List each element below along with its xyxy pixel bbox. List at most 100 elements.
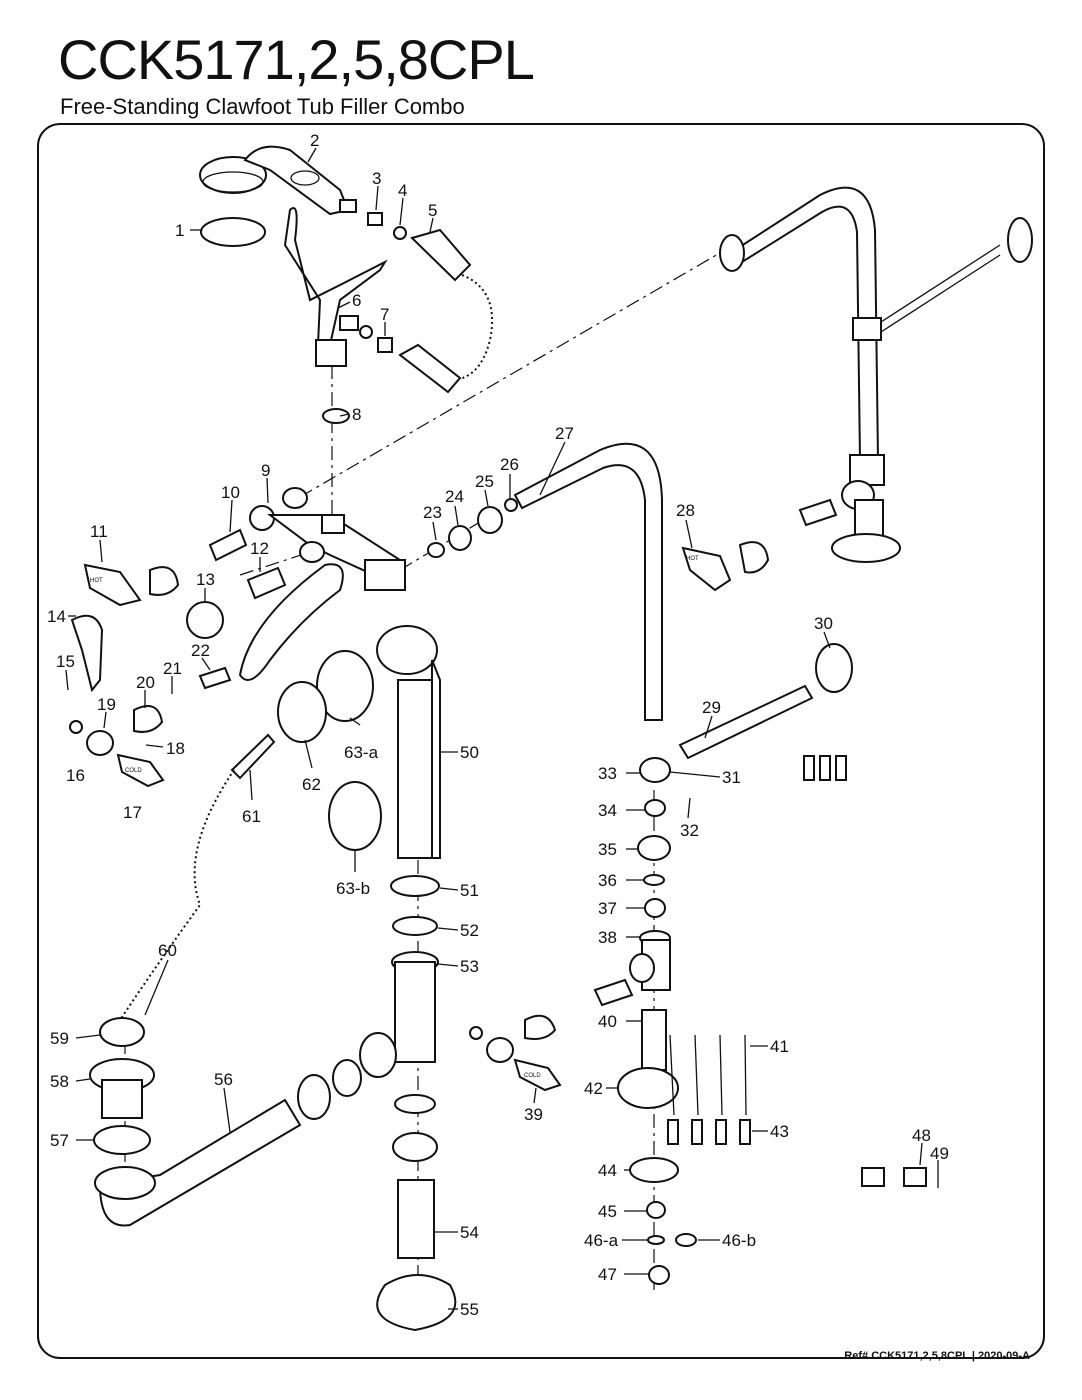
index-39 bbox=[486, 1037, 514, 1063]
nut-37 bbox=[644, 898, 666, 918]
o-ring-8 bbox=[322, 408, 350, 424]
callout-52: 52 bbox=[460, 921, 479, 940]
nut-drain bbox=[392, 1132, 438, 1162]
lever-14 bbox=[70, 614, 104, 693]
cap-35 bbox=[637, 835, 671, 861]
washer-46a bbox=[647, 1235, 665, 1245]
nipple-40 bbox=[641, 1009, 667, 1071]
leader-lines bbox=[65, 147, 939, 1310]
cold-handle-text: COLD bbox=[125, 768, 142, 774]
screw-39 bbox=[469, 1026, 483, 1040]
callout-15: 15 bbox=[56, 652, 75, 671]
callout-56: 56 bbox=[214, 1070, 233, 1089]
wall-support-upper bbox=[880, 217, 1033, 333]
callout-27: 27 bbox=[555, 424, 574, 443]
index-19 bbox=[86, 730, 114, 756]
callout-23: 23 bbox=[423, 503, 442, 522]
gasket-57 bbox=[93, 1125, 151, 1155]
callout-40: 40 bbox=[598, 1012, 617, 1031]
flange-44 bbox=[629, 1157, 679, 1183]
o-ring-36 bbox=[643, 874, 665, 886]
callout-25: 25 bbox=[475, 472, 494, 491]
diagram-frame bbox=[37, 123, 1045, 1359]
callout-46a: 46-a bbox=[584, 1231, 619, 1250]
nut-7 bbox=[377, 337, 393, 353]
drain-threads bbox=[101, 1079, 143, 1119]
callout-20: 20 bbox=[136, 673, 155, 692]
callout-9: 9 bbox=[261, 461, 270, 480]
callout-30: 30 bbox=[814, 614, 833, 633]
callout-51: 51 bbox=[460, 881, 479, 900]
flange-55 bbox=[376, 1274, 457, 1332]
hose-nut bbox=[367, 212, 383, 226]
clamp-33 bbox=[639, 757, 671, 783]
callout-42: 42 bbox=[584, 1079, 603, 1098]
cradle-fitting bbox=[339, 315, 359, 331]
shoe-opening bbox=[94, 1166, 156, 1200]
callout-55: 55 bbox=[460, 1300, 479, 1319]
hot-handle-28 bbox=[681, 546, 732, 592]
callout-53: 53 bbox=[460, 957, 479, 976]
valve-cartridge-10 bbox=[208, 528, 248, 562]
callout-46b: 46-b bbox=[722, 1231, 756, 1250]
callout-11: 11 bbox=[90, 522, 108, 541]
callout-58: 58 bbox=[50, 1072, 69, 1091]
cold-handle-39 bbox=[513, 1058, 562, 1092]
callout-2: 2 bbox=[310, 131, 319, 150]
callout-49: 49 bbox=[930, 1144, 949, 1163]
hose-washer bbox=[393, 226, 407, 240]
nut-45 bbox=[646, 1201, 666, 1219]
callout-39: 39 bbox=[524, 1105, 543, 1124]
washer-7 bbox=[359, 325, 373, 339]
floor-plate-42 bbox=[617, 1067, 679, 1109]
valve-stem-22 bbox=[198, 666, 232, 690]
callout-34: 34 bbox=[598, 801, 617, 820]
callout-35: 35 bbox=[598, 840, 617, 859]
shower-washer-ring bbox=[200, 217, 266, 247]
callout-48: 48 bbox=[912, 1126, 931, 1145]
callout-3: 3 bbox=[372, 169, 381, 188]
callout-19: 19 bbox=[97, 695, 116, 714]
callout-5: 5 bbox=[428, 201, 437, 220]
riser-valve-stem bbox=[798, 498, 838, 527]
washer-drain bbox=[394, 1094, 436, 1114]
nut-47 bbox=[648, 1265, 670, 1285]
overflow-plate-62 bbox=[277, 681, 327, 743]
drain-shoe-56 bbox=[98, 1098, 302, 1227]
nut-24 bbox=[448, 525, 472, 551]
tub-filler-body bbox=[238, 487, 406, 681]
callout-50: 50 bbox=[460, 743, 479, 762]
callout-63b: 63-b bbox=[336, 879, 370, 898]
callout-37: 37 bbox=[598, 899, 617, 918]
washer-46b bbox=[675, 1233, 697, 1247]
screw-16 bbox=[69, 720, 83, 734]
wall-flange-30 bbox=[815, 643, 853, 693]
hose-end bbox=[410, 228, 472, 282]
callout-13: 13 bbox=[196, 570, 215, 589]
hot-handle-text-28: HOT bbox=[686, 556, 699, 562]
cap-39 bbox=[524, 1014, 557, 1040]
cap-28 bbox=[738, 541, 770, 574]
callout-6: 6 bbox=[352, 291, 361, 310]
callout-18: 18 bbox=[166, 739, 185, 758]
callout-41: 41 bbox=[770, 1037, 789, 1056]
callout-57: 57 bbox=[50, 1131, 69, 1150]
callout-28: 28 bbox=[676, 501, 695, 520]
stopper-chain-60 bbox=[119, 769, 235, 1021]
callout-8: 8 bbox=[352, 405, 361, 424]
callout-22: 22 bbox=[191, 641, 210, 660]
callout-62: 62 bbox=[302, 775, 321, 794]
riser-tube bbox=[719, 186, 901, 563]
callout-60: 60 bbox=[158, 941, 177, 960]
spout-27 bbox=[513, 442, 663, 721]
callout-1: 1 bbox=[175, 221, 184, 240]
callout-63a: 63-a bbox=[344, 743, 379, 762]
gasket-63a bbox=[316, 650, 374, 722]
callout-32: 32 bbox=[680, 821, 699, 840]
cradle-nut bbox=[315, 339, 347, 367]
ring-52 bbox=[392, 916, 438, 936]
callout-17: 17 bbox=[123, 803, 142, 822]
assembly-line-valve bbox=[239, 551, 311, 576]
clip-48 bbox=[861, 1167, 885, 1187]
